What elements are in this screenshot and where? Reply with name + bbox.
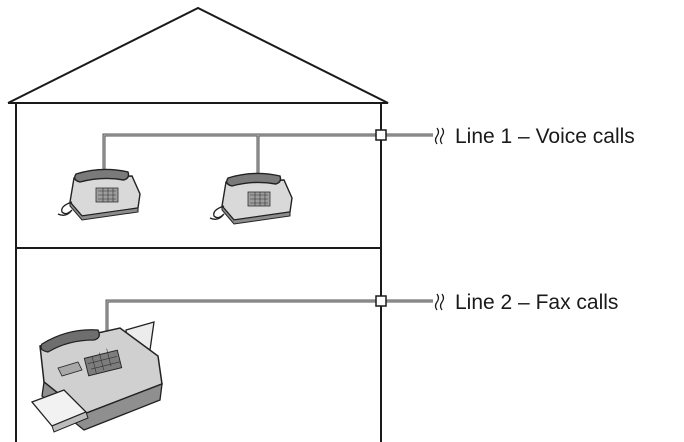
telephone-icon [209,172,293,225]
line-2-label: Line 2 – Fax calls [455,291,618,314]
house-roof [7,6,389,104]
line-1-wiring [102,127,445,178]
house [7,6,389,442]
line-2-break-icon [434,293,445,311]
fax-machine-icon [30,321,163,433]
telephone-icon [57,168,141,221]
line-1-break-icon [434,127,445,145]
line-1-label: Line 1 – Voice calls [455,125,635,148]
line-2-wall-jack [375,295,387,307]
line-1-wall-jack [375,129,387,141]
line-2-wiring [105,293,445,340]
